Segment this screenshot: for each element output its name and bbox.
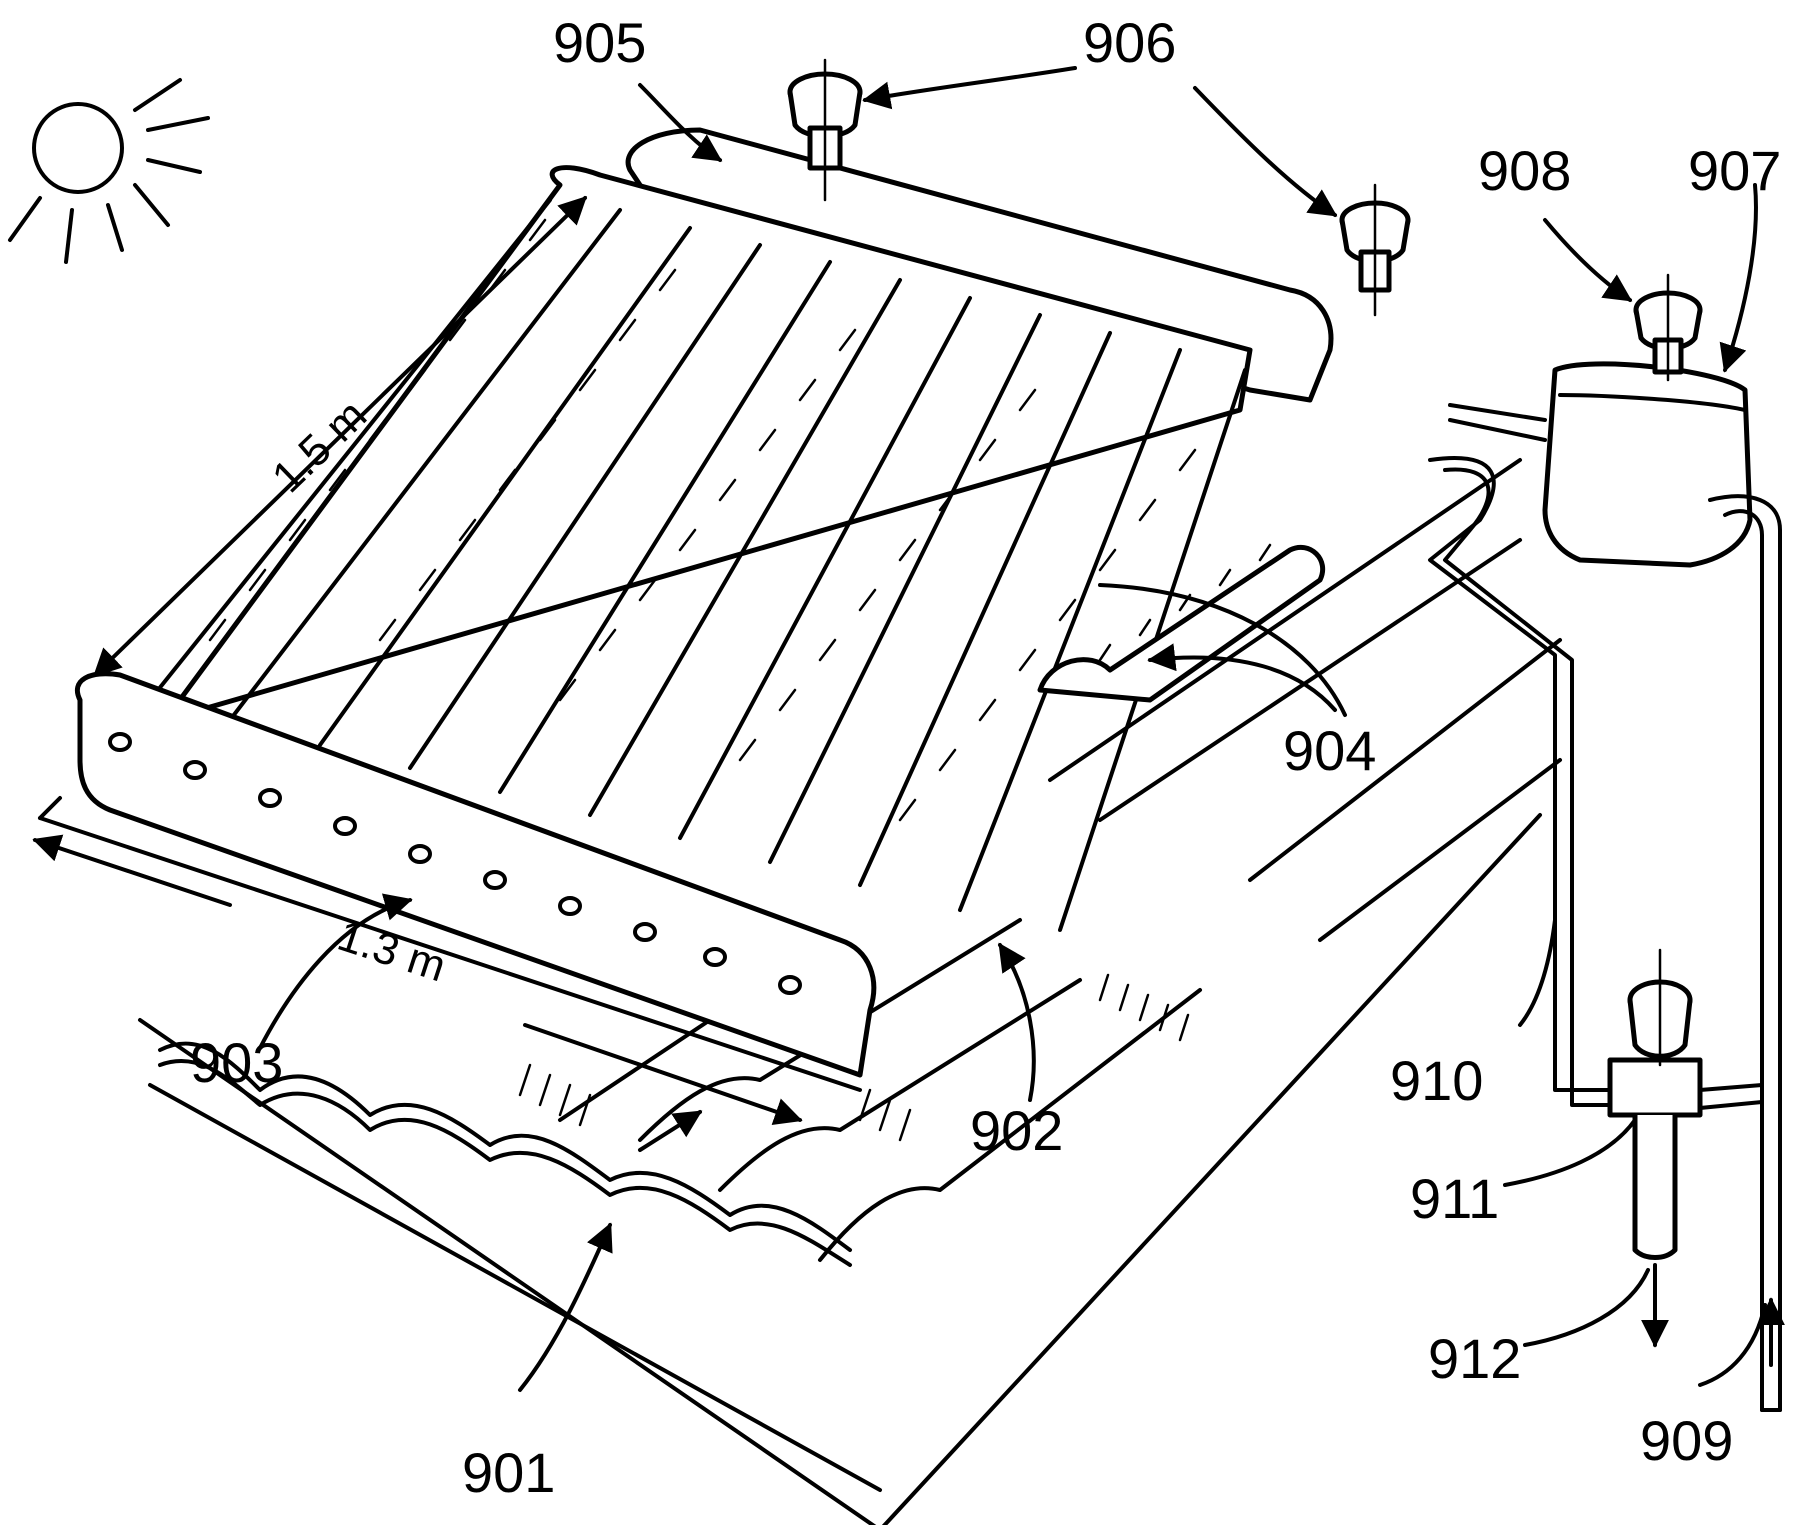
label-906: 906: [1083, 11, 1176, 74]
label-904: 904: [1283, 719, 1376, 782]
label-903: 903: [190, 1031, 283, 1094]
valve-906-right: [1339, 183, 1411, 317]
pipes: [1428, 403, 1782, 1412]
label-912: 912: [1428, 1327, 1521, 1390]
drain-valve-911: [1607, 948, 1703, 1260]
label-910: 910: [1390, 1049, 1483, 1112]
label-907: 907: [1688, 139, 1781, 202]
valve-908: [1633, 273, 1703, 382]
label-901: 901: [462, 1441, 555, 1504]
header-holes: [108, 732, 802, 995]
valve-906-left: [787, 58, 863, 202]
collector-panel: [38, 127, 1334, 1092]
label-908: 908: [1478, 139, 1571, 202]
sun-icon: [8, 78, 210, 264]
label-911: 911: [1410, 1167, 1499, 1230]
flow-arrow-icon: [638, 1110, 1785, 1367]
expansion-tank-907: [1542, 361, 1753, 568]
leader-lines: [258, 66, 1767, 1392]
label-902: 902: [970, 1099, 1063, 1162]
label-905: 905: [553, 11, 646, 74]
reference-labels: 905 906 908 907 904 903 902 901 910 911 …: [190, 11, 1781, 1504]
label-909: 909: [1640, 1409, 1733, 1472]
